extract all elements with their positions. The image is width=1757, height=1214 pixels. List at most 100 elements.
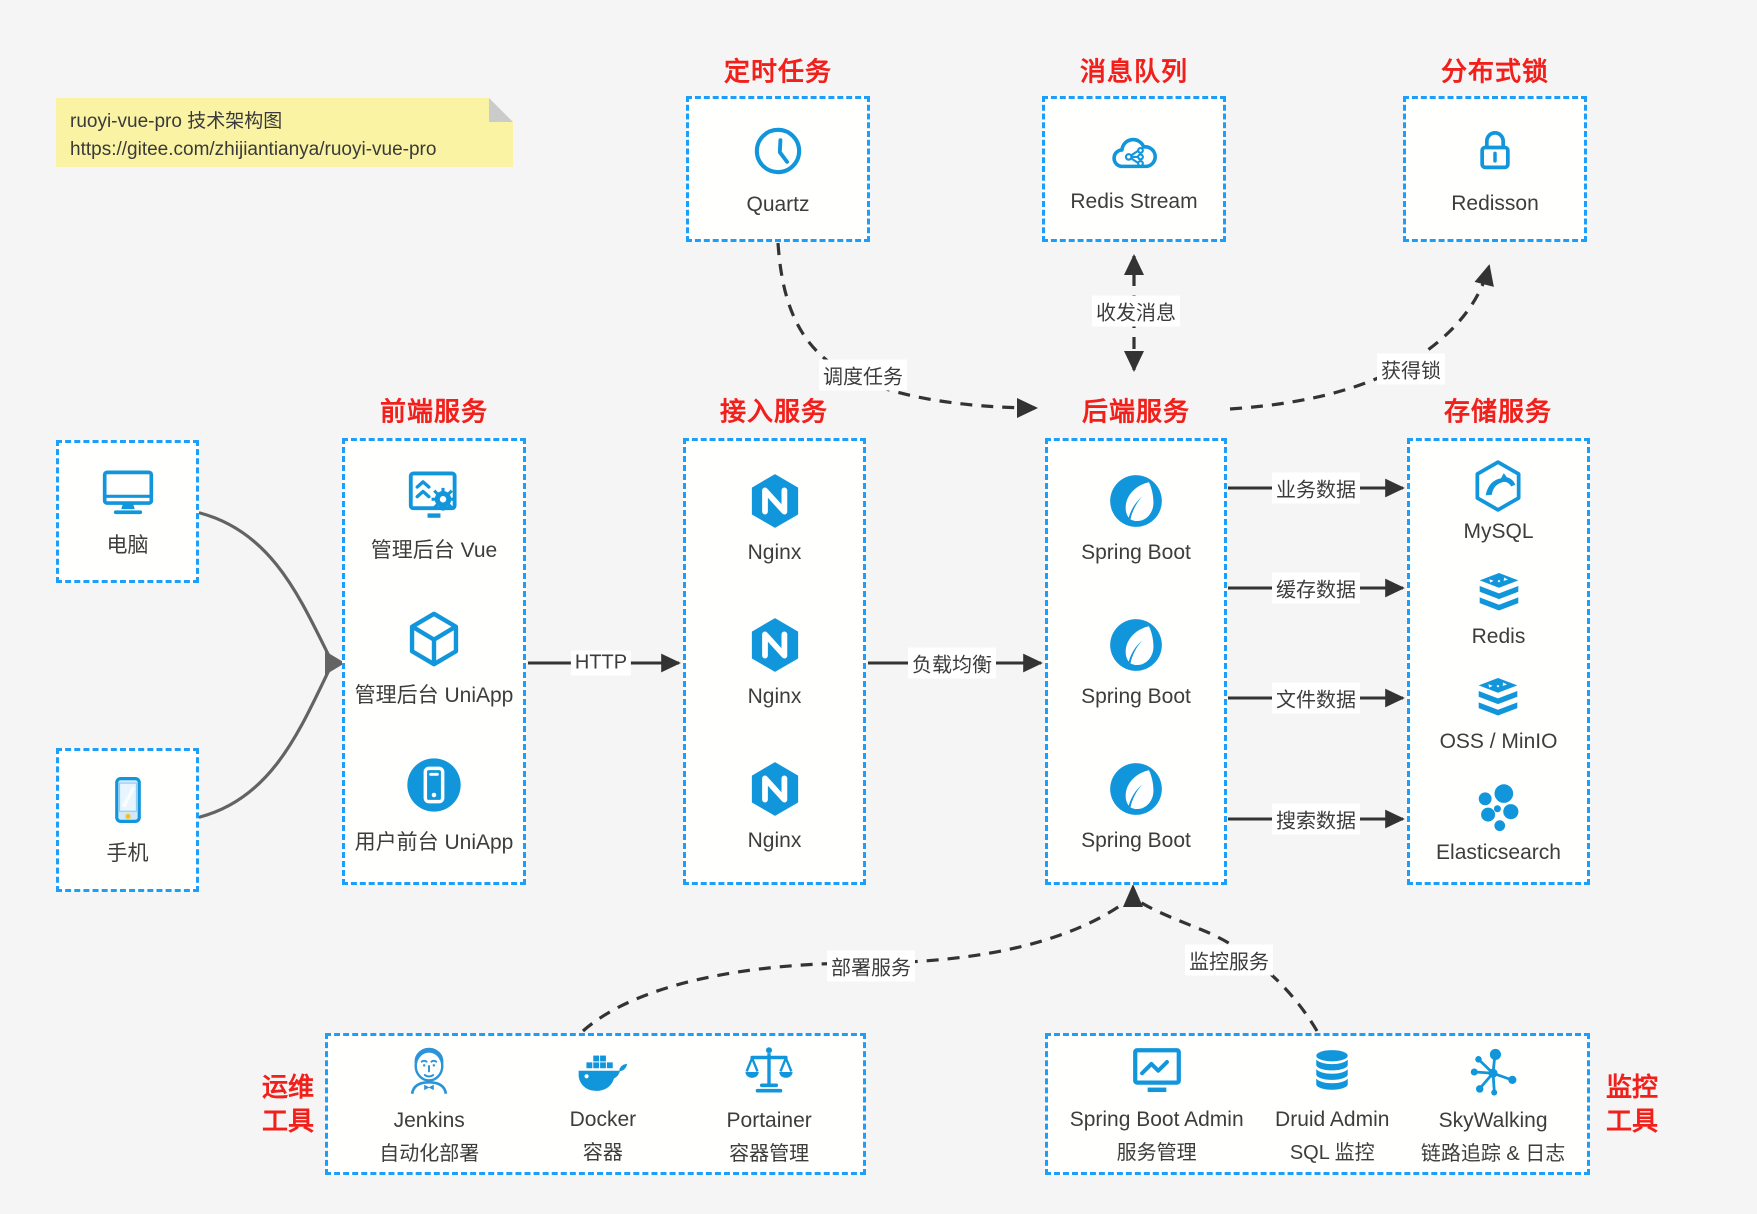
group-title-gateway: 接入服务 — [719, 396, 829, 427]
portainer-desc: 容器管理 — [729, 1142, 810, 1165]
phone-box: 手机 — [56, 748, 199, 892]
edge-label-lock: 获得锁 — [1377, 353, 1445, 385]
nginx-icon — [751, 473, 798, 528]
ops-tools-box: Jenkins 自动化部署 Docker 容器 — [325, 1033, 866, 1175]
redis-label: Redis — [1471, 624, 1526, 648]
nginx-label: Nginx — [747, 684, 802, 708]
note-url: https://gitee.com/zhijiantianya/ruoyi-vu… — [70, 138, 437, 160]
nginx-label: Nginx — [747, 829, 802, 853]
group-title-storage: 存储服务 — [1443, 396, 1553, 427]
edge-label-schedule: 调度任务 — [819, 359, 907, 391]
edge-phone-to-frontend — [198, 666, 332, 819]
monitor-tools-box: Spring Boot Admin 服务管理 Druid Admin SQL 监… — [1045, 1033, 1590, 1175]
druid-node: Druid Admin SQL 监控 — [1275, 1044, 1389, 1165]
springboot-icon — [1110, 619, 1162, 671]
edge-label-load-balance: 负载均衡 — [908, 647, 996, 679]
springboot-admin-desc: 服务管理 — [1116, 1141, 1197, 1164]
edge-schedule — [776, 242, 1038, 418]
portainer-icon — [745, 1046, 793, 1093]
springboot-icon — [1110, 474, 1162, 527]
edge-monitor — [1139, 900, 1319, 1032]
druid-desc: SQL 监控 — [1289, 1141, 1375, 1164]
computer-box: 电脑 — [56, 440, 199, 583]
mysql-label: MySQL — [1463, 519, 1534, 543]
oss-minio-node: OSS / MinIO — [1439, 674, 1558, 754]
deploy-monitor-arrowhead — [1123, 884, 1143, 907]
springboot-node: Spring Boot — [1081, 614, 1191, 709]
phone-label: 手机 — [106, 842, 149, 865]
springboot-label: Spring Boot — [1081, 829, 1191, 853]
edge-label-search-data: 搜索数据 — [1272, 803, 1360, 835]
group-title-scheduled-tasks: 定时任务 — [723, 56, 833, 87]
quartz-box: Quartz — [686, 96, 870, 242]
sba-icon — [1132, 1047, 1181, 1092]
group-title-message-queue: 消息队列 — [1079, 56, 1189, 87]
edge-label-http: HTTP — [570, 650, 632, 676]
springboot-node: Spring Boot — [1081, 470, 1191, 565]
storage-box: MySQL Redis — [1407, 438, 1590, 885]
skywalking-name: SkyWalking — [1438, 1108, 1548, 1132]
client-merge-arrowhead — [325, 651, 345, 675]
cloud-stream-icon — [1112, 137, 1157, 168]
jenkins-name: Jenkins — [393, 1108, 465, 1132]
elasticsearch-label: Elasticsearch — [1436, 841, 1561, 865]
redis-stream-label: Redis Stream — [1070, 189, 1198, 213]
mysql-node: MySQL — [1463, 458, 1534, 544]
nginx-node: Nginx — [745, 614, 805, 709]
mysql-icon — [1475, 459, 1522, 512]
docker-node: Docker 容器 — [569, 1044, 637, 1165]
edge-label-messages: 收发消息 — [1092, 295, 1180, 327]
redisson-box: Redisson — [1403, 96, 1587, 242]
edge-label-monitor: 监控服务 — [1185, 944, 1273, 976]
portainer-name: Portainer — [726, 1108, 812, 1132]
user-uniapp-label: 用户前台 UniApp — [354, 831, 514, 854]
computer-label: 电脑 — [106, 533, 149, 557]
skywalking-icon — [1470, 1048, 1517, 1096]
edge-computer-to-frontend — [198, 511, 332, 660]
admin-vue-icon — [408, 471, 457, 518]
frontend-box: 管理后台 Vue 管理后台 UniApp 用户前台 UniApp — [342, 438, 526, 885]
springboot-label: Spring Boot — [1081, 684, 1191, 708]
nginx-icon — [751, 762, 798, 817]
layers-icon — [1479, 572, 1518, 611]
jenkins-icon — [410, 1047, 448, 1094]
docker-name: Docker — [569, 1107, 637, 1131]
springboot-icon — [1110, 763, 1162, 816]
springboot-node: Spring Boot — [1081, 758, 1191, 853]
druid-icon — [1316, 1049, 1348, 1090]
springboot-admin-name: Spring Boot Admin — [1069, 1107, 1244, 1131]
quartz-label: Quartz — [746, 192, 810, 216]
elasticsearch-node: Elasticsearch — [1436, 779, 1561, 865]
admin-vue-label: 管理后台 Vue — [370, 539, 498, 562]
docker-desc: 容器 — [582, 1141, 623, 1164]
druid-name: Druid Admin — [1275, 1107, 1390, 1131]
group-title-backend: 后端服务 — [1081, 396, 1191, 427]
group-title-monitor-tools: 监控 工具 — [1605, 1072, 1659, 1136]
edge-label-business-data: 业务数据 — [1272, 472, 1360, 504]
skywalking-desc: 链路追踪 & 日志 — [1420, 1142, 1566, 1165]
oss-minio-label: OSS / MinIO — [1439, 730, 1558, 754]
phone-icon — [114, 777, 141, 823]
redisson-label: Redisson — [1451, 191, 1539, 215]
user-app-icon — [407, 758, 461, 812]
nginx-node: Nginx — [745, 758, 805, 853]
admin-uniapp-label: 管理后台 UniApp — [354, 684, 514, 707]
group-title-ops-tools: 运维 工具 — [261, 1072, 315, 1136]
springboot-label: Spring Boot — [1081, 540, 1191, 564]
layers-icon — [1479, 678, 1518, 716]
note-fold-corner — [489, 98, 513, 122]
gear-glyph — [431, 487, 455, 511]
edge-label-deploy: 部署服务 — [827, 950, 915, 982]
admin-uniapp-node: 管理后台 UniApp — [354, 608, 514, 709]
portainer-node: Portainer 容器管理 — [727, 1043, 812, 1166]
clock-icon — [754, 127, 802, 174]
jenkins-desc: 自动化部署 — [379, 1142, 480, 1165]
padlock-icon — [1480, 130, 1510, 169]
backend-box: Spring Boot Spring Boot Spring Boot — [1045, 438, 1227, 885]
note-title: ruoyi-vue-pro 技术架构图 — [70, 111, 283, 132]
docker-icon — [578, 1055, 627, 1091]
skywalking-node: SkyWalking 链路追踪 & 日志 — [1421, 1043, 1565, 1166]
elasticsearch-icon — [1479, 784, 1519, 832]
group-title-distributed-lock: 分布式锁 — [1440, 56, 1550, 87]
